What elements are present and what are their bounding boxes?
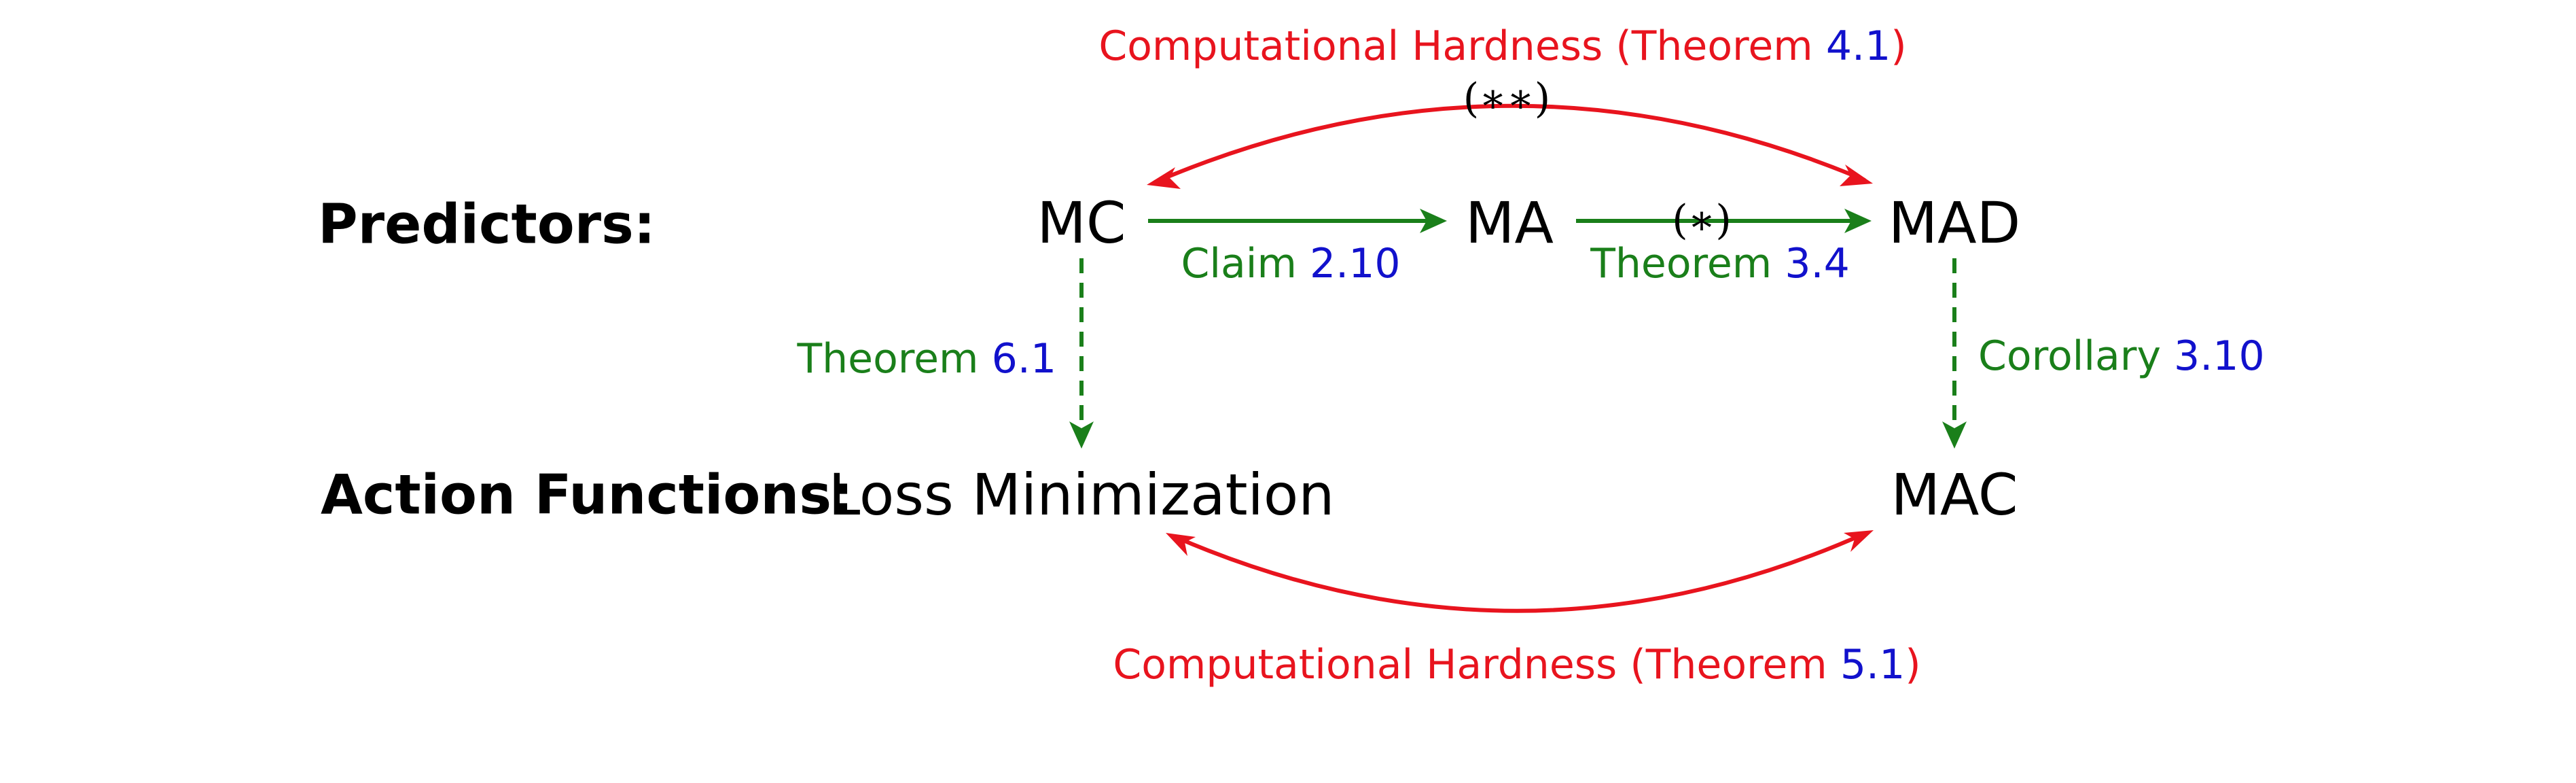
- node-mad: MAD: [1888, 190, 2021, 256]
- label-theorem-ma-mad: Theorem 3.4: [1590, 240, 1850, 288]
- ref-hardness-top[interactable]: 4.1: [1825, 22, 1891, 70]
- arrowhead-ma-to-mad: [1844, 209, 1872, 233]
- arrowhead-mc-to-ma: [1420, 209, 1447, 233]
- mark-star: (∗): [1672, 196, 1732, 244]
- label-hardness-bottom: Computational Hardness (Theorem 5.1): [1113, 641, 1921, 689]
- arrowhead-mc-to-loss: [1069, 421, 1094, 449]
- node-ma: MA: [1465, 190, 1554, 256]
- label-theorem-mc-loss: Theorem 6.1: [797, 335, 1056, 383]
- ref-theorem-mc-loss[interactable]: 6.1: [991, 335, 1056, 383]
- arrowhead-mac-end: [1844, 530, 1874, 552]
- ref-hardness-bottom[interactable]: 5.1: [1840, 641, 1906, 689]
- label-hardness-top: Computational Hardness (Theorem 4.1): [1098, 22, 1907, 70]
- label-claim: Claim 2.10: [1181, 240, 1401, 288]
- arrow-loss-mac-hardness: [1174, 532, 1866, 613]
- arrowhead-mad-end: [1840, 164, 1873, 186]
- row-label-action-functions: Action Functions:: [321, 463, 853, 527]
- row-label-predictors: Predictors:: [318, 192, 656, 256]
- arrow-mc-mad-hardness: [1153, 103, 1866, 184]
- label-corollary: Corollary 3.10: [1978, 332, 2265, 380]
- node-mac: MAC: [1891, 462, 2018, 528]
- arrowhead-mad-to-mac: [1942, 421, 1967, 449]
- ref-corollary[interactable]: 3.10: [2174, 332, 2265, 380]
- mark-double-star: (∗∗): [1463, 75, 1551, 122]
- ref-claim[interactable]: 2.10: [1309, 240, 1401, 288]
- arrowhead-loss-end: [1166, 533, 1196, 556]
- arrowhead-mc-end: [1147, 167, 1181, 189]
- node-loss-minimization: Loss Minimization: [828, 462, 1335, 528]
- ref-theorem-ma-mad[interactable]: 3.4: [1785, 240, 1850, 288]
- node-mc: MC: [1037, 190, 1126, 256]
